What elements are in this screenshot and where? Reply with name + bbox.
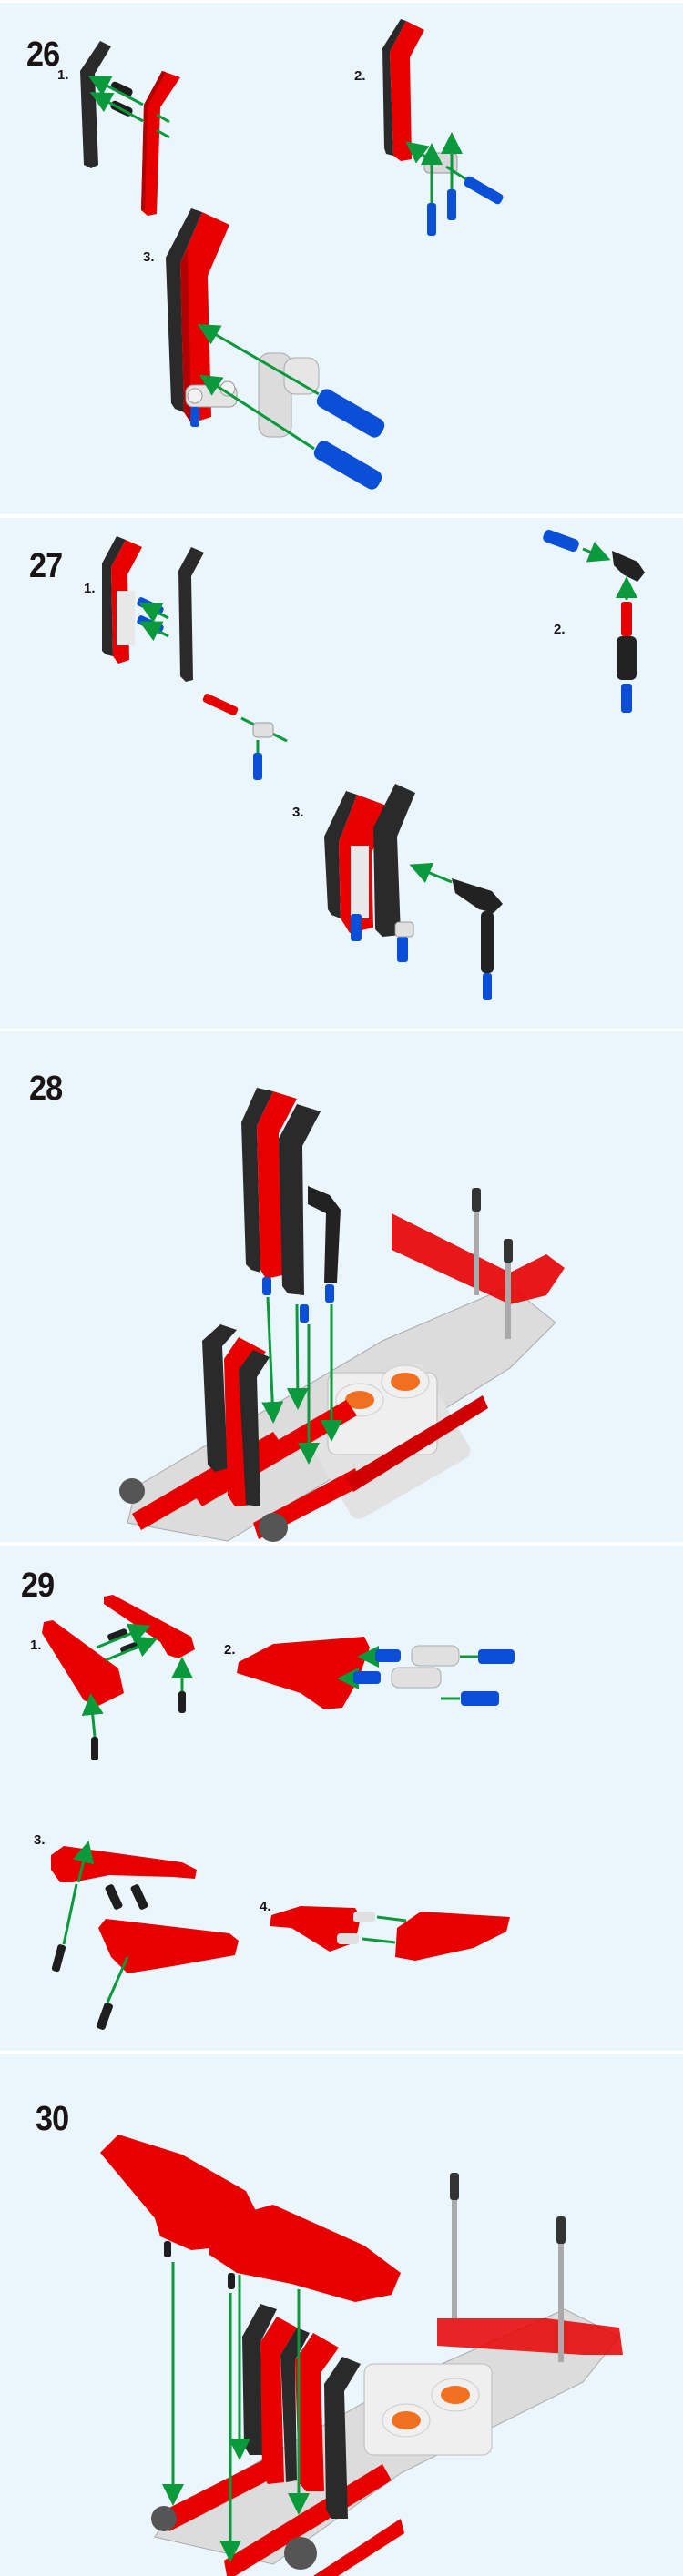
step-26-illustration: [80, 19, 504, 490]
black-angle-connector: [452, 878, 503, 913]
substep-label: 3.: [34, 1832, 46, 1848]
red-panel: [395, 1912, 510, 1961]
substep-label: 3.: [292, 805, 304, 820]
blue-pin: [316, 389, 385, 438]
blue-pin: [543, 529, 579, 553]
wheel-hub: [151, 2506, 177, 2531]
red-panel: [98, 1919, 239, 1973]
large-red-black-beam: [166, 208, 229, 423]
wheel-hub: [284, 2537, 317, 2570]
step-number: 26: [26, 35, 60, 74]
red-panel: [270, 1906, 361, 1952]
blue-pin: [464, 176, 504, 205]
upper-beam-assembly: [241, 1088, 341, 1323]
blue-pin: [447, 189, 456, 220]
step-30-illustration: [100, 2135, 623, 2576]
red-panel: [42, 1620, 124, 1706]
arrow: [261, 1296, 284, 1424]
step-28-illustration: [119, 1088, 565, 1542]
substep-label: 1.: [30, 1638, 42, 1653]
black-connector: [617, 636, 637, 680]
chassis: [151, 2173, 623, 2576]
step-27-panel: 27 1. 2. 3.: [0, 518, 683, 1029]
red-panel: [51, 1846, 197, 1882]
beam-stack: [242, 2304, 361, 2519]
arrow: [286, 1303, 309, 1410]
step-29-illustration: [42, 1595, 515, 2030]
step-27-illustration: [102, 529, 645, 1000]
blue-pin: [313, 441, 382, 490]
substep-label: 3.: [143, 249, 155, 265]
red-angled-beam: [141, 71, 180, 216]
substep-label: 1.: [57, 67, 69, 83]
red-wing-assembly: [100, 2135, 401, 2302]
blue-pin: [427, 203, 436, 236]
step-number: 28: [29, 1070, 63, 1108]
red-axle: [202, 694, 239, 715]
red-panel: [237, 1637, 370, 1709]
step-29-panel: 29 1. 2. 3. 4.: [0, 1546, 683, 2051]
step-26-panel: 26 1. 2. 3.: [0, 3, 683, 514]
arrow: [87, 76, 144, 106]
arrow: [197, 323, 320, 396]
arrow: [199, 374, 315, 451]
substep-label: 4.: [260, 1899, 271, 1914]
substep-label: 2.: [224, 1642, 236, 1658]
black-angled-beam: [80, 41, 111, 168]
substep-label: 1.: [84, 581, 96, 596]
step-28-panel: 28: [0, 1031, 683, 1542]
step-30-panel: 30: [0, 2054, 683, 2576]
wheel-hub: [259, 1513, 288, 1542]
red-panel: [104, 1595, 195, 1658]
substep-label: 2.: [554, 622, 566, 637]
substep-label: 2.: [354, 68, 366, 84]
arrow: [89, 92, 144, 123]
chassis: [119, 1188, 565, 1542]
black-angle-connector: [612, 551, 645, 582]
step-number: 29: [21, 1567, 55, 1605]
gray-cross-connector: [185, 380, 238, 427]
lower-beam-pair: [202, 1324, 270, 1506]
wheel-hub: [119, 1478, 145, 1504]
gray-connector: [252, 722, 274, 738]
red-axle: [621, 602, 632, 636]
step-number: 27: [29, 547, 63, 585]
step-number: 30: [36, 2100, 69, 2138]
red-black-angled-beam: [382, 19, 424, 161]
